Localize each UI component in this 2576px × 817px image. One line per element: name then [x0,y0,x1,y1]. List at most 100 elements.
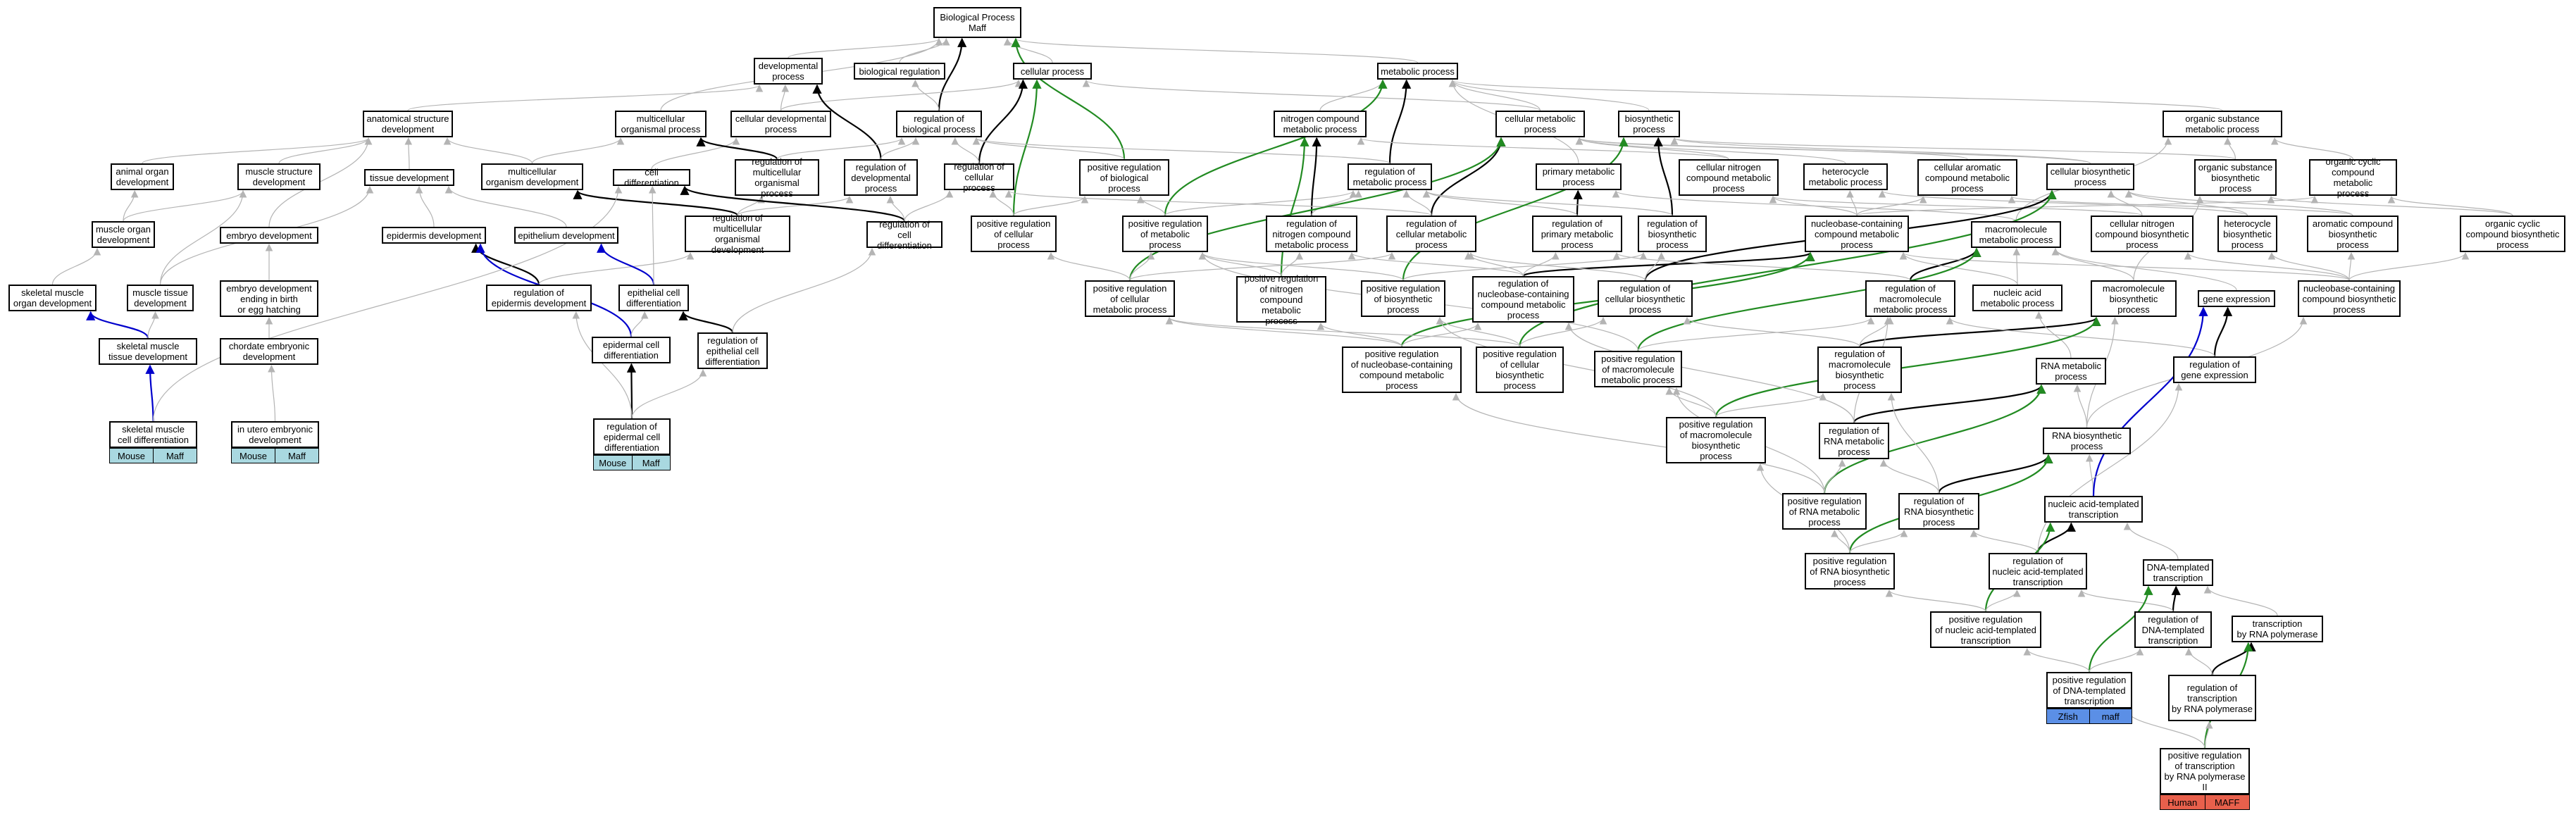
gene-symbol-cell[interactable]: Maff [166,450,185,461]
gene-species-cell[interactable]: Human [2160,795,2205,809]
go-term-epithdev[interactable]: epithelium development [514,227,618,244]
gene-species-cell[interactable]: Mouse [110,449,154,463]
gene-symbol-cell[interactable]: Maff [287,450,306,461]
gene-species-cell[interactable]: Zfish [2047,709,2090,723]
go-term-tissuedev[interactable]: tissue development [364,169,454,186]
go-term-epidermdev[interactable]: epidermis development [382,227,486,244]
go-term-metproc[interactable]: metabolic process [1377,63,1458,80]
gene-symbol-cell[interactable]: maff [2101,711,2120,722]
gene-species-cell[interactable]: Mouse [232,449,275,463]
go-term-celldiff[interactable]: cell differentiation [613,167,690,188]
gene-symbol-cell[interactable]: MAFF [2215,797,2240,808]
gene-symbol-cell[interactable]: Maff [642,457,660,468]
go-term-geneexp[interactable]: gene expression [2198,290,2275,307]
go-term-cellproc[interactable]: cellular process [1013,63,1092,80]
go-term-bioreg[interactable]: biological regulation [854,63,945,80]
go-term-orgsubmet[interactable]: organic substance metabolic process [2163,111,2282,137]
gene-species-cell[interactable]: Mouse [594,456,633,470]
go-term-embryodev[interactable]: embryo development [220,227,318,244]
